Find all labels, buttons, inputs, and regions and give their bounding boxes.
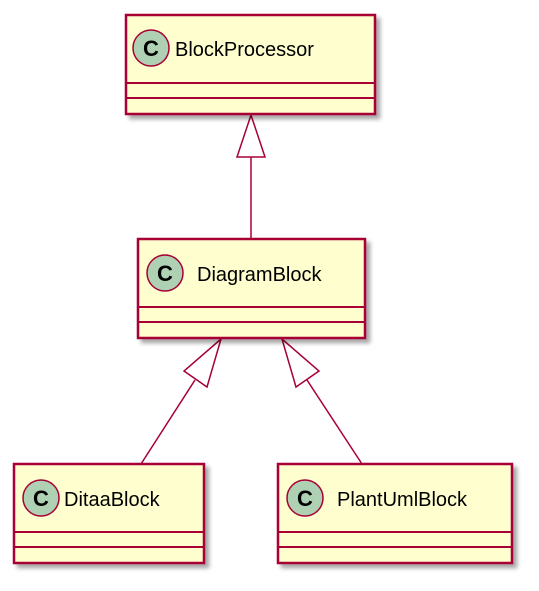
class-box-ditaablock[interactable]: C DitaaBlock [12, 462, 206, 565]
class-stereotype-letter: C [157, 261, 173, 286]
class-box-plantumlblock[interactable]: C PlantUmlBlock [276, 462, 514, 565]
class-stereotype-icon [22, 479, 60, 517]
class-box-frame [124, 13, 377, 116]
inheritance-arrowhead [182, 336, 223, 389]
class-stereotype-icon [286, 479, 324, 517]
inheritance-arrowhead [280, 336, 321, 389]
class-name: DitaaBlock [64, 489, 161, 511]
edge-plantumlblock-diagramblock [280, 336, 363, 465]
class-stereotype-letter: C [143, 36, 159, 61]
class-name: PlantUmlBlock [337, 489, 468, 511]
class-name: DiagramBlock [197, 264, 322, 286]
edge-ditaablock-diagramblock [140, 336, 223, 465]
class-name: BlockProcessor [175, 39, 314, 61]
edge-line [140, 379, 196, 465]
edge-line [306, 379, 363, 465]
class-stereotype-letter: C [33, 486, 49, 511]
edge-diagramblock-blockprocessor [235, 112, 267, 239]
class-stereotype-icon [146, 254, 184, 292]
class-stereotype-icon [132, 29, 170, 67]
class-stereotype-letter: C [297, 486, 313, 511]
inheritance-arrowhead [235, 112, 267, 158]
class-box-blockprocessor[interactable]: C BlockProcessor [124, 13, 377, 116]
edges-layer [140, 112, 363, 465]
class-box-diagramblock[interactable]: C DiagramBlock [136, 237, 367, 340]
